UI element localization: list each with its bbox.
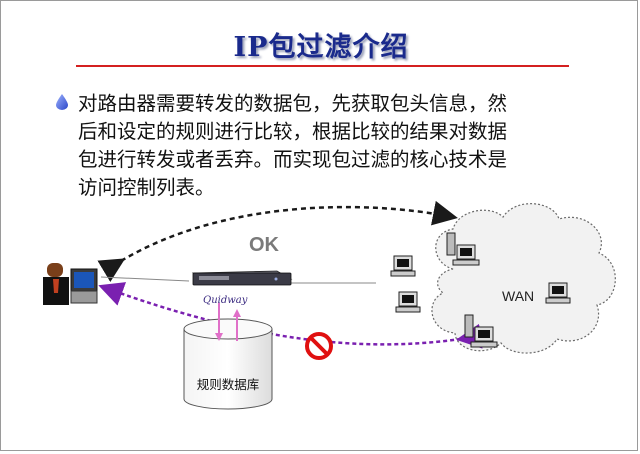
- body-line: 对路由器需要转发的数据包，先获取包头信息，然: [78, 92, 508, 115]
- ok-label: OK: [249, 234, 279, 256]
- lan-link: [100, 276, 190, 282]
- server-icon: [464, 314, 498, 348]
- database-label: 规则数据库: [196, 377, 260, 392]
- allowed-traffic-arrow: [97, 200, 458, 283]
- bullet-drop-icon: [56, 94, 68, 110]
- pc-icon: [545, 282, 571, 304]
- body-paragraph: 对路由器需要转发的数据包，先获取包头信息，然 后和设定的规则进行比较，根据比较的…: [78, 90, 598, 202]
- router-icon: [191, 270, 293, 286]
- deny-sign-icon: [305, 332, 333, 360]
- router-database-arrows: [215, 303, 241, 341]
- body-line: 后和设定的规则进行比较，根据比较的结果对数据: [78, 120, 508, 143]
- rule-database-icon: [183, 318, 273, 410]
- server-icon: [446, 232, 480, 266]
- user-workstation-icon: [43, 263, 98, 305]
- slide-title: IP包过滤介绍: [233, 32, 409, 63]
- wan-label: WAN: [502, 288, 535, 304]
- body-line: 访问控制列表。: [78, 176, 215, 199]
- body-line: 包进行转发或者丢弃。而实现包过滤的核心技术是: [78, 148, 508, 171]
- pc-icon: [395, 291, 421, 313]
- wan-cloud: [431, 203, 616, 354]
- title-underline: [76, 65, 569, 67]
- pc-icon: [390, 255, 416, 277]
- router-label: Quidway: [203, 295, 248, 306]
- denied-traffic-arrow: [98, 282, 483, 349]
